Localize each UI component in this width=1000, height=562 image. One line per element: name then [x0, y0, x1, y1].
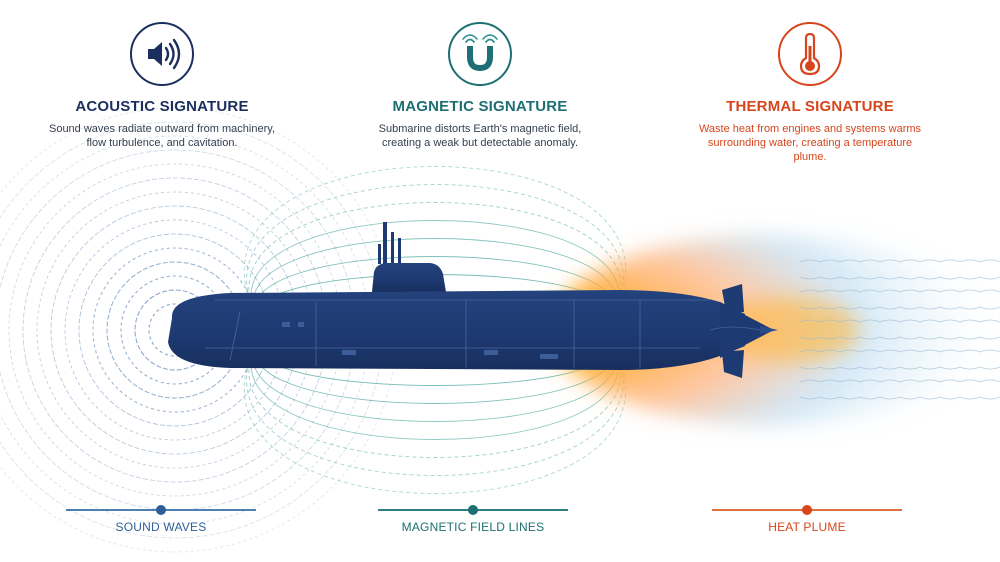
legend-magnetic-field-lines-label: MAGNETIC FIELD LINES: [401, 520, 545, 534]
periscope-mast: [383, 222, 387, 264]
legend-heat-plume-label: HEAT PLUME: [768, 520, 846, 534]
heat-wisp: [799, 259, 1000, 263]
magnetic-signature-title: MAGNETIC SIGNATURE: [392, 98, 568, 115]
legend-heat-plume: HEAT PLUME: [712, 500, 902, 540]
heat-wisp: [799, 289, 1000, 293]
thermal-signature-title: THERMAL SIGNATURE: [726, 98, 894, 115]
magnet-icon: [448, 22, 512, 86]
acoustic-signature-description: Sound waves radiate outward from machine…: [48, 123, 275, 149]
magnetic-signature-description: Submarine distorts Earth's magnetic fiel…: [378, 123, 582, 149]
legend-dot: [156, 505, 166, 515]
heat-wisp: [799, 379, 1000, 383]
legend-dot: [802, 505, 812, 515]
legend-magnetic-field-lines: MAGNETIC FIELD LINES: [378, 500, 568, 540]
magnetic-field-line: [246, 184, 624, 325]
conning-tower: [372, 263, 446, 292]
lower-rudder: [722, 350, 744, 378]
heat-wisp: [799, 366, 1000, 370]
thermal-signature-description: Waste heat from engines and systems warm…: [698, 123, 922, 163]
heat-wisp: [799, 306, 1000, 310]
heat-wisp: [799, 349, 1000, 353]
heat-wisp: [799, 396, 1000, 400]
legend-sound-waves: SOUND WAVES: [66, 500, 256, 540]
upper-rudder: [722, 284, 744, 312]
thermometer-icon: [778, 22, 842, 86]
submarine-hull: [168, 290, 745, 370]
magnetic-field-line: [246, 335, 624, 476]
speaker-icon: [130, 22, 194, 86]
antenna-mast: [391, 232, 394, 264]
heat-wisp: [799, 319, 1000, 323]
legend-sound-waves-label: SOUND WAVES: [115, 520, 207, 534]
magnetic-field-line: [243, 335, 627, 494]
acoustic-signature-title: ACOUSTIC SIGNATURE: [75, 98, 249, 115]
legend-dot: [468, 505, 478, 515]
heat-wisp: [799, 336, 1000, 340]
heat-wisp: [799, 276, 1000, 280]
submarine: [168, 222, 778, 378]
antenna-mast: [398, 238, 401, 264]
magnetic-field-line: [243, 166, 627, 325]
antenna-mast: [378, 244, 381, 264]
